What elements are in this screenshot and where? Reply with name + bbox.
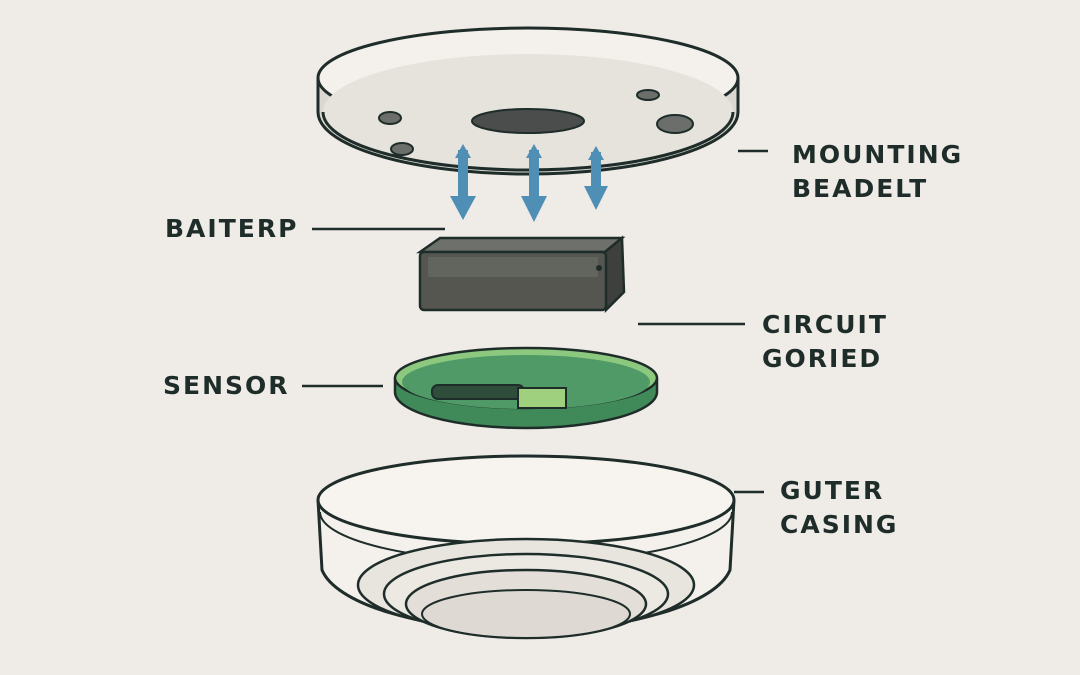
label-circuit-board: CIRCUIT GORIED — [762, 308, 888, 376]
label-battery-line1: BAITERP — [165, 214, 299, 243]
label-circuit-line2: GORIED — [762, 344, 883, 373]
down-arrow-icon — [584, 146, 608, 210]
label-sensor-line1: SENSOR — [163, 371, 290, 400]
label-mounting-line1: MOUNTING — [792, 140, 964, 169]
circuit-board — [393, 346, 659, 430]
label-casing-line1: GUTER — [780, 476, 885, 505]
label-outer-casing: GUTER CASING — [780, 474, 898, 542]
outer-casing — [316, 454, 736, 640]
mounting-bracket — [316, 26, 740, 176]
down-arrow-icon — [450, 144, 476, 220]
label-battery: BAITERP — [165, 212, 298, 246]
label-circuit-line1: CIRCUIT — [762, 310, 888, 339]
down-arrow-icon — [521, 144, 547, 222]
label-mounting-line2: BEADELT — [792, 174, 929, 203]
label-mounting-bracket: MOUNTING BEADELT — [792, 138, 963, 206]
label-sensor: SENSOR — [163, 369, 290, 403]
label-casing-line2: CASING — [780, 510, 899, 539]
battery-block — [416, 235, 626, 313]
